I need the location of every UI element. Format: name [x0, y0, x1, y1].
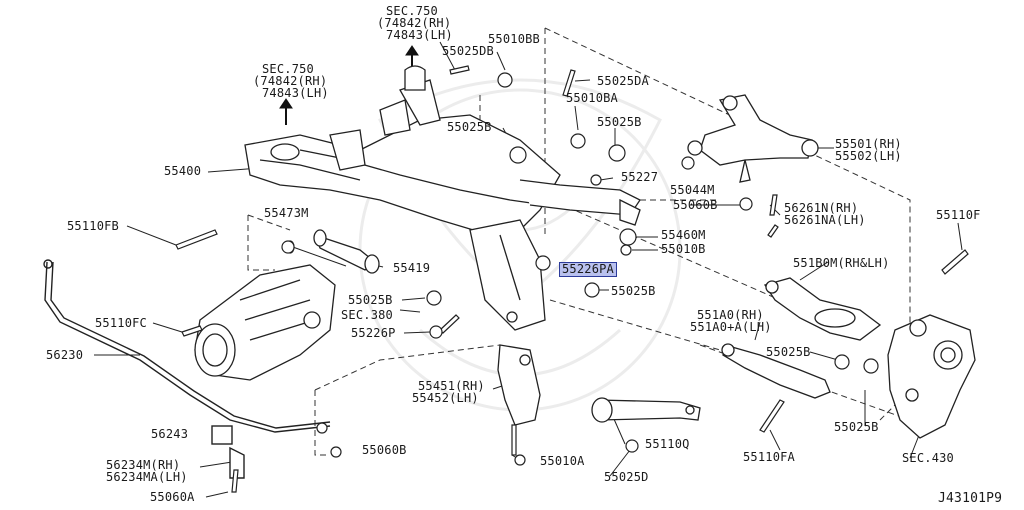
label-55110FB: 55110FB [67, 219, 119, 233]
label-sec750-top: SEC.750 [386, 4, 438, 18]
label-sec380: SEC.380 [341, 308, 393, 322]
label-551A0-rh: 551A0(RH) [697, 308, 764, 322]
label-55502: 55502(LH) [835, 149, 902, 163]
label-55025DB: 55025DB [442, 44, 494, 58]
label-56234MA: 56234MA(LH) [106, 470, 188, 484]
label-55110FA: 55110FA [743, 450, 795, 464]
label-55110FC: 55110FC [95, 316, 147, 330]
bracket [497, 344, 541, 426]
label-55460M: 55460M [661, 228, 706, 242]
fasteners [175, 65, 969, 493]
label-55501: 55501(RH) [835, 137, 902, 151]
label-55451: 55451(RH) [418, 379, 485, 393]
label-55060A: 55060A [150, 490, 195, 504]
label-55227: 55227 [621, 170, 659, 184]
label-551B0M: 551B0M(RH&LH) [793, 256, 890, 270]
label-551A0-lh: 551A0+A(LH) [690, 320, 772, 334]
label-55025B-b: 55025B [597, 115, 642, 129]
leader-lines [94, 41, 963, 498]
label-55473M: 55473M [264, 206, 309, 220]
rear-crossmember [244, 65, 641, 331]
section-arrows [279, 45, 419, 125]
label-55060B-b: 55060B [362, 443, 407, 457]
upper-arm [687, 94, 819, 183]
label-55025DA: 55025DA [597, 74, 649, 88]
rear-differential [194, 264, 336, 381]
label-sec750-left-rh: (74842(RH) [253, 74, 328, 88]
label-55110Q: 55110Q [645, 437, 690, 451]
label-55025D: 55025D [604, 470, 649, 484]
label-55419: 55419 [393, 261, 431, 275]
label-55025B-d: 55025B [611, 284, 656, 298]
label-sec750-top-lh: 74843(LH) [386, 28, 453, 42]
label-56261NA: 56261NA(LH) [784, 213, 866, 227]
label-55452: 55452(LH) [412, 391, 479, 405]
label-56261N: 56261N(RH) [784, 201, 859, 215]
label-55025B-c: 55025B [348, 293, 393, 307]
label-55044M: 55044M [670, 183, 715, 197]
rear-knuckle [887, 314, 976, 439]
label-sec750-left-lh: 74843(LH) [262, 86, 329, 100]
label-55400: 55400 [164, 164, 202, 178]
label-55025B-e: 55025B [766, 345, 811, 359]
label-sec430: SEC.430 [902, 451, 954, 465]
toe-link [721, 343, 831, 399]
label-55110F: 55110F [936, 208, 981, 222]
label-56243: 56243 [151, 427, 189, 441]
label-sec750-left: SEC.750 [262, 62, 314, 76]
label-55226PA: 55226PA [559, 262, 617, 277]
label-56230: 56230 [46, 348, 84, 362]
label-55010BA: 55010BA [566, 91, 618, 105]
label-55010B: 55010B [661, 242, 706, 256]
lower-arm [763, 277, 882, 341]
label-55025B-f: 55025B [834, 420, 879, 434]
label-55060B-a: 55060B [673, 198, 718, 212]
sheet-code: J43101P9 [938, 491, 1003, 506]
label-55010A: 55010A [540, 454, 585, 468]
stabilizer-bar [43, 259, 331, 479]
label-55025B-a: 55025B [447, 120, 492, 134]
lateral-link [591, 397, 701, 423]
label-55010BB: 55010BB [488, 32, 540, 46]
label-55226P: 55226P [351, 326, 396, 340]
label-sec750-top-rh: (74842(RH) [377, 16, 452, 30]
label-56234M: 56234M(RH) [106, 458, 181, 472]
